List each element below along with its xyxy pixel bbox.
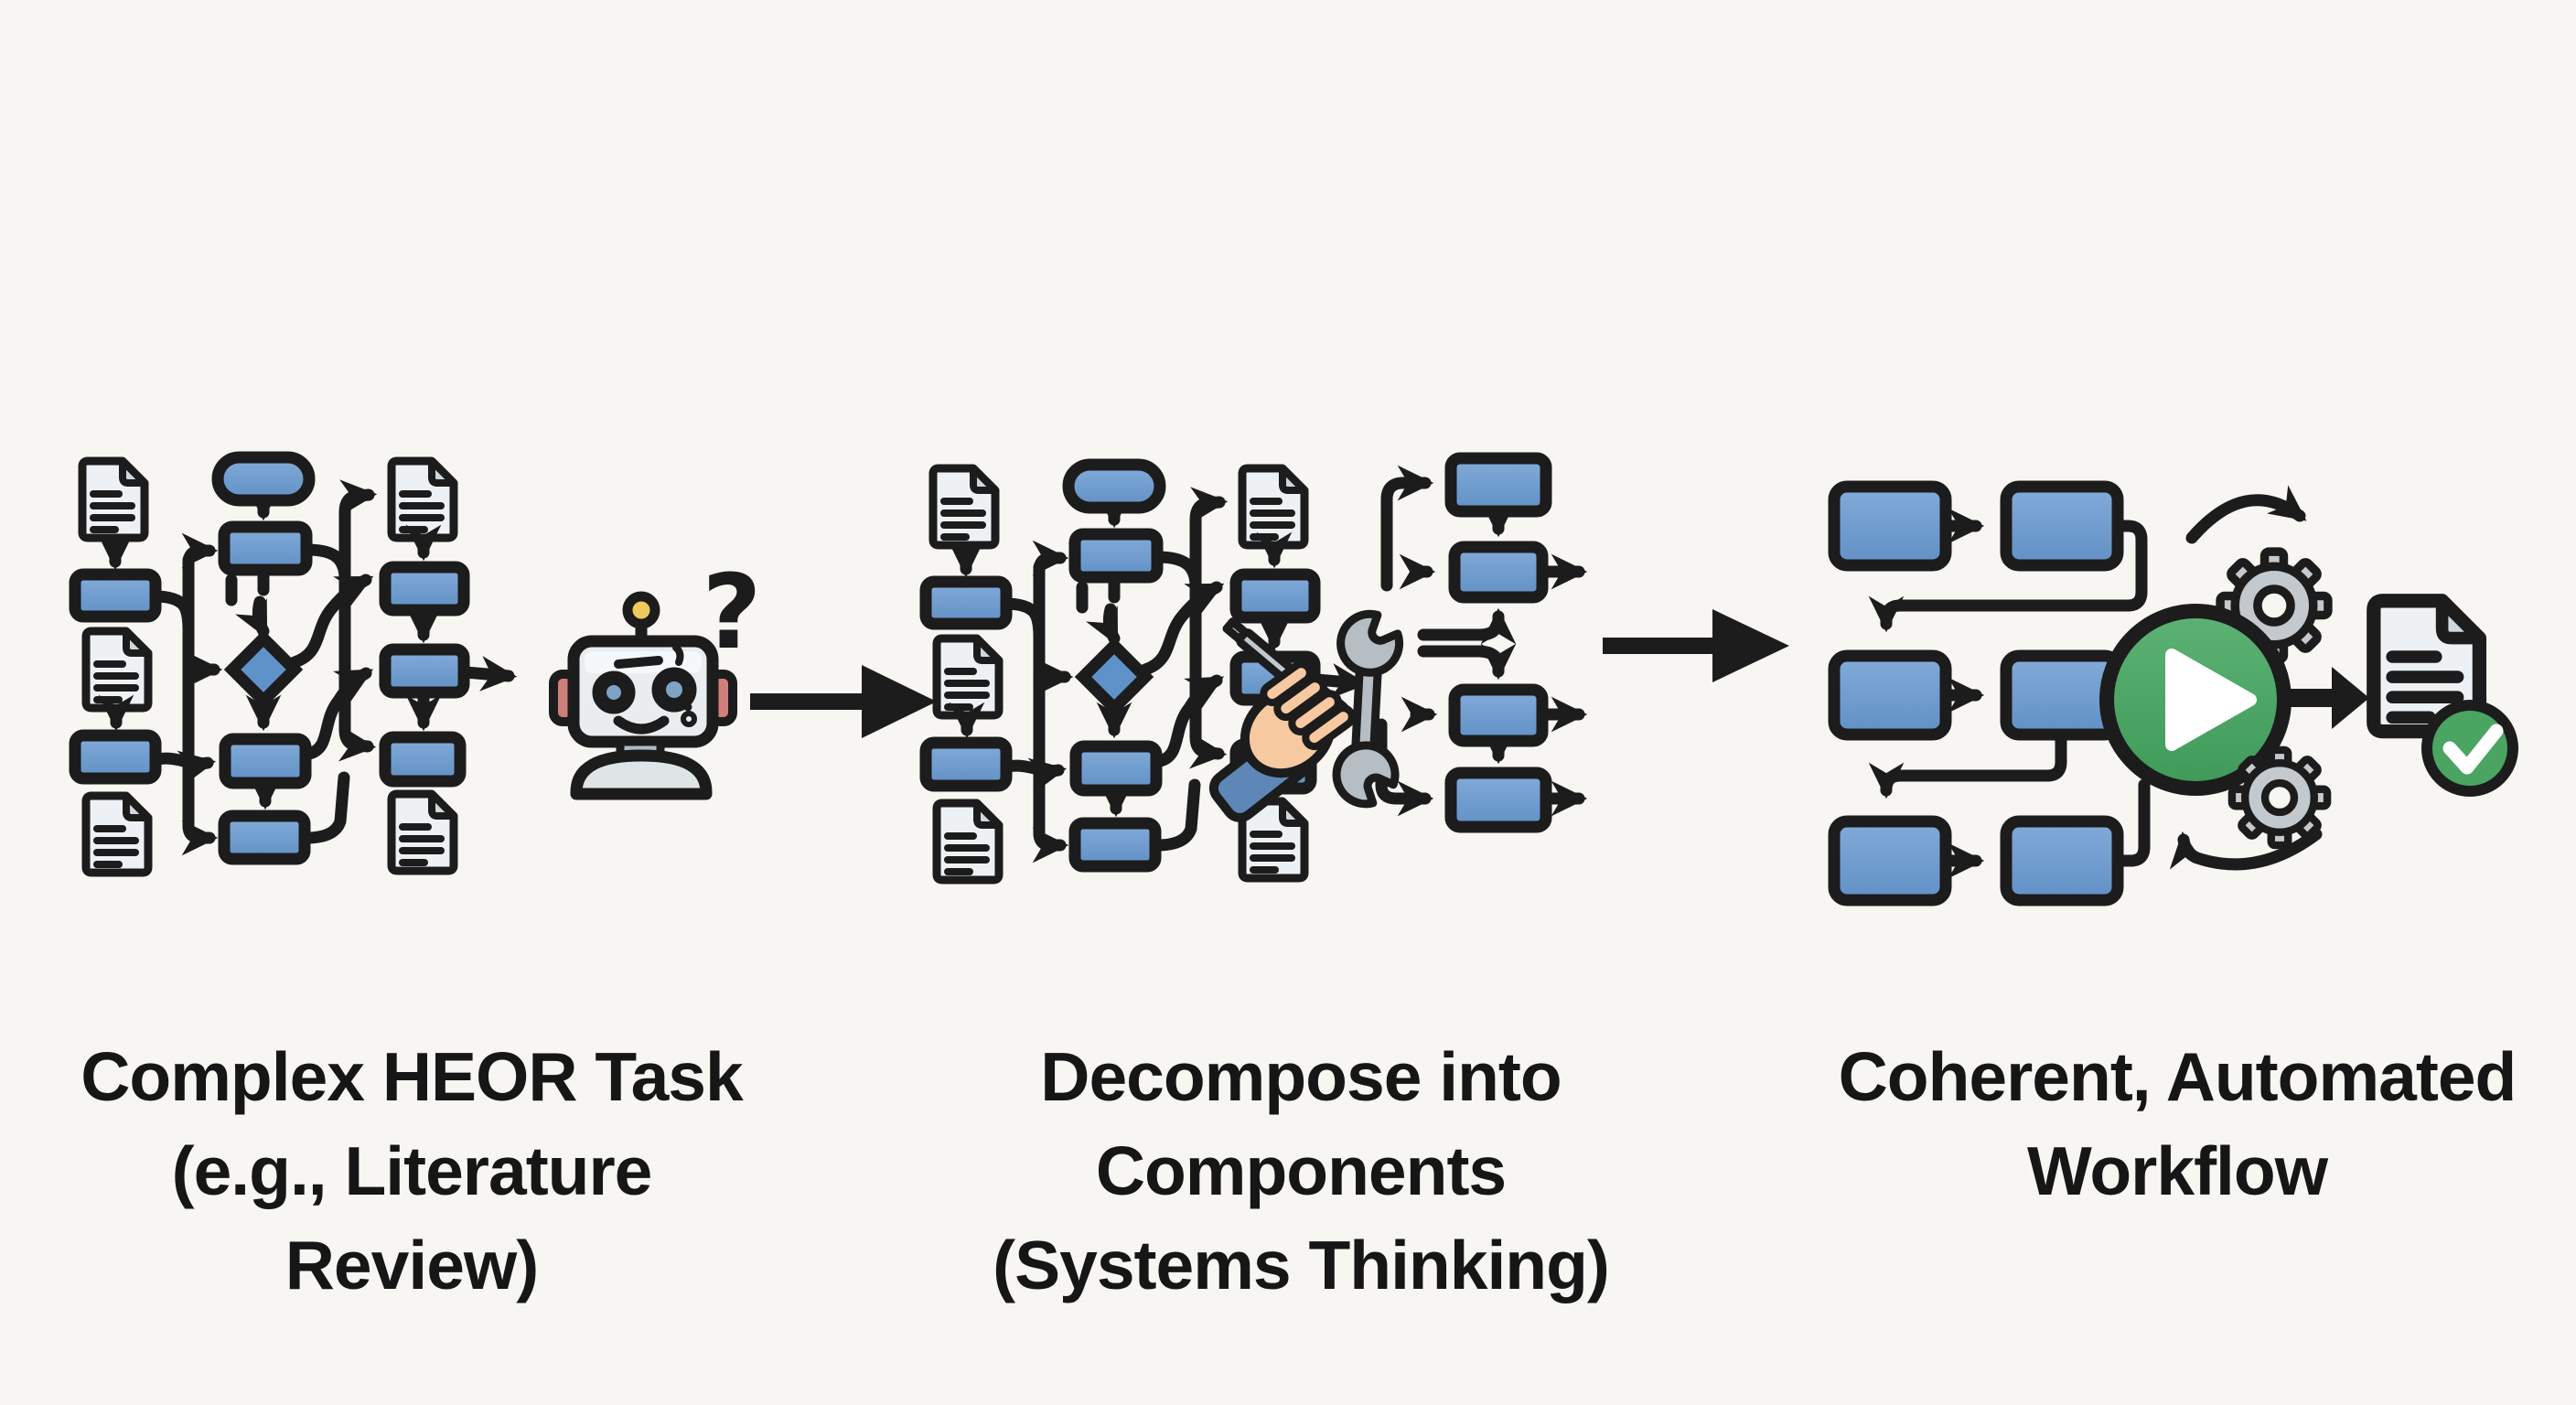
fingers [1260,660,1356,751]
caption-line: Coherent, Automated [1838,1038,2517,1115]
caption-complex-task: Complex HEOR Task (e.g., Literature Revi… [64,1030,759,1313]
caption-automated-workflow: Coherent, Automated Workflow [1793,1030,2561,1218]
component-stack-icon [1375,452,1588,833]
stage-workflow-graphic [1828,480,2518,906]
checkmark-icon [2421,700,2518,797]
antenna-ball [622,591,660,629]
stage-decompose-graphic [926,452,1588,880]
caption-line: Workflow [2026,1132,2328,1209]
robot-frown [613,715,670,735]
caption-line: (e.g., Literature Review) [171,1132,653,1303]
robot-base [570,749,713,800]
cycle-arrow-bottom [2169,828,2323,871]
flow-arrow-3 [2284,667,2369,729]
caption-line: (Systems Thinking) [993,1227,1610,1303]
cycle-arrow-top [2185,485,2307,544]
document-check-icon [2374,601,2518,797]
hand-wrench-icon [1208,603,1414,822]
tangled-flowchart-icon [75,457,509,873]
caption-line: Decompose into Components [1040,1038,1562,1209]
flow-arrow-2 [1603,609,1789,682]
caption-line: Complex HEOR Task [80,1038,743,1115]
question-mark: ? [703,553,762,672]
confused-robot-icon: ? [549,553,762,800]
flow-arrow-1 [750,665,937,738]
sequential-flowchart-icon [1828,480,2151,906]
stage-complex-task-graphic [75,457,509,873]
wrench-icon [1320,603,1414,816]
caption-decompose: Decompose into Components (Systems Think… [834,1030,1767,1313]
